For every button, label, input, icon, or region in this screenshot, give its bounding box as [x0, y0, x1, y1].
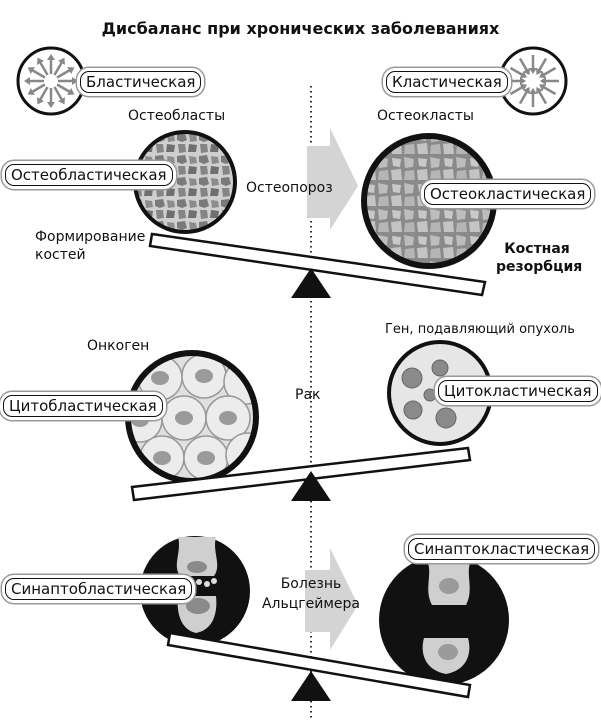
transition-arrow-1	[307, 128, 358, 230]
arrow-head	[529, 88, 537, 94]
arrow-head	[24, 77, 30, 85]
row1-left-caption: Остеобласты	[128, 108, 226, 124]
row1-left-pill: Остеобластическая	[5, 164, 173, 186]
arrow-head	[27, 88, 35, 95]
blastic-icon	[16, 46, 86, 116]
arrow-head	[536, 87, 543, 95]
arrow-head	[37, 97, 44, 105]
row2-left-caption: Онкоген	[87, 338, 150, 354]
arrow-head	[519, 71, 527, 78]
row2-disease: Рак	[295, 387, 321, 403]
synaptoclast-circle	[379, 555, 509, 685]
arrow-head	[523, 67, 530, 75]
fulcrum-2	[291, 471, 331, 501]
arrow-head	[523, 87, 530, 95]
arrow-head	[529, 68, 537, 74]
row1-disease: Остеопороз	[246, 180, 333, 196]
clastic-icon	[498, 46, 568, 116]
row1-right-pill: Остеокластическая	[424, 183, 592, 205]
row1-right-caption: Остеокласты	[377, 108, 474, 124]
row2-right-pill: Цитокластическая	[438, 380, 598, 402]
legend-blastic-label: Бластическая	[80, 71, 202, 93]
row1-right-note: Костная резорбция	[496, 241, 583, 275]
arrow-head	[27, 67, 35, 74]
arrow-head	[67, 67, 75, 74]
arrow-head	[58, 97, 65, 105]
fulcrum-1	[291, 268, 331, 298]
arrow-head	[58, 57, 65, 65]
row3-right-pill: Синаптокластическая	[408, 538, 596, 560]
cytoblast-circle	[125, 350, 259, 484]
balance-beam-2	[130, 446, 472, 502]
arrow-head	[37, 57, 44, 65]
arrow-head	[519, 84, 527, 91]
diagram-title: Дисбаланс при хронических заболеваниях	[101, 19, 500, 38]
row2-left-pill: Цитобластическая	[3, 395, 163, 417]
arrow-head	[536, 67, 543, 75]
arrow-head	[540, 77, 546, 85]
row3-left-pill: Синаптобластическая	[5, 578, 193, 600]
arrow-head	[47, 54, 55, 60]
arrow-head	[520, 77, 526, 85]
synaptoblast-circle	[140, 536, 250, 646]
balance-beam-3	[166, 631, 472, 699]
row1-left-note: Формирование костей	[35, 229, 146, 263]
transition-arrow-2	[305, 548, 358, 650]
arrow-head	[72, 77, 78, 85]
row3-disease: Болезнь Альцгеймера	[261, 576, 360, 612]
arrow-head	[47, 102, 55, 108]
arrow-head	[539, 71, 547, 78]
arrow-head	[539, 84, 547, 91]
row2-right-caption: Ген, подавляющий опухоль	[385, 322, 575, 337]
legend-clastic-label: Кластическая	[386, 71, 508, 93]
arrow-head	[67, 88, 75, 95]
balance-beam-1	[148, 232, 487, 297]
fulcrum-3	[291, 671, 331, 701]
